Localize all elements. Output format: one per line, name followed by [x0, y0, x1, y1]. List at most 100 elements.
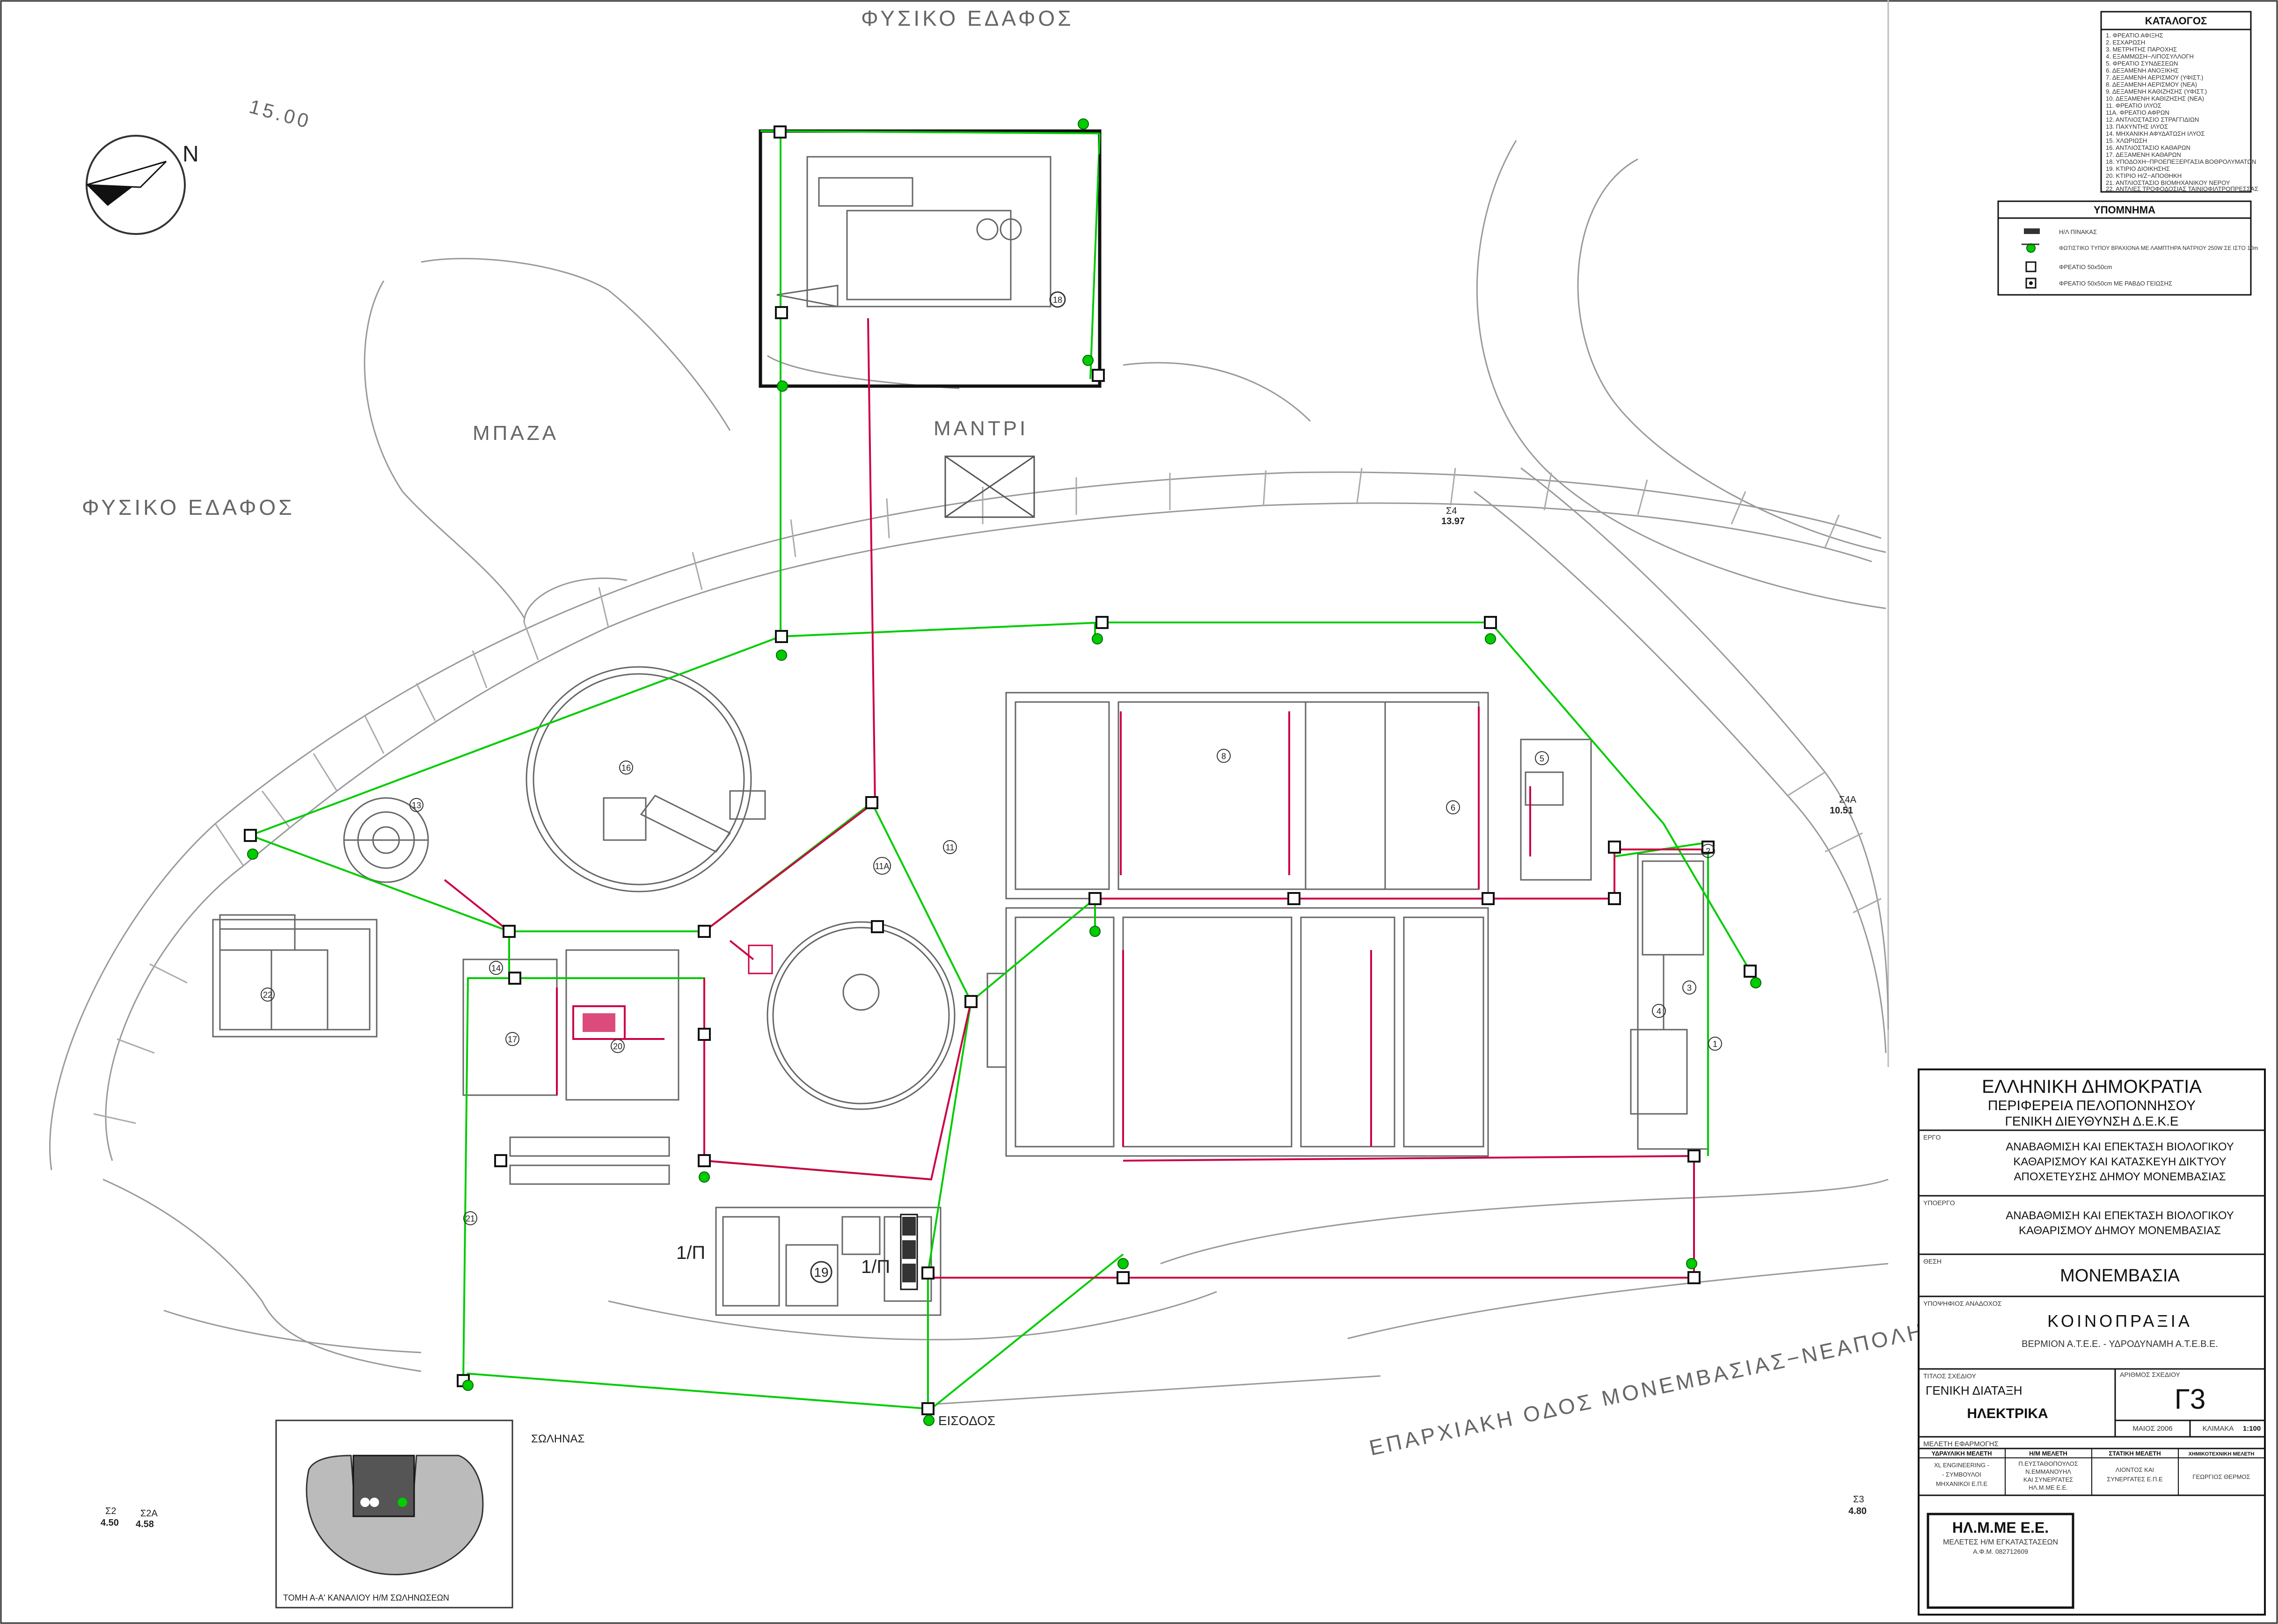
- catalog-item: 8. ΔΕΞΑΜΕΝΗ ΑΕΡΙΣΜΟΥ (ΝΕΑ): [2106, 81, 2197, 88]
- unit-18: 18: [1053, 295, 1062, 305]
- terrain-contours: [49, 140, 1889, 1405]
- unit-22: 22: [263, 990, 272, 1000]
- study-column-head: ΣΤΑΤΙΚΗ ΜΕΛΕΤΗ: [2109, 1450, 2161, 1457]
- title-header-1: ΕΛΛΗΝΙΚΗ ΔΗΜΟΚΡΑΤΙΑ: [1982, 1076, 2202, 1097]
- catalog-item: 3. ΜΕΤΡΗΤΗΣ ΠΑΡΟΧΗΣ: [2106, 46, 2177, 53]
- top-ground-label: ΦΥΣΙΚΟ ΕΔΑΦΟΣ: [861, 6, 1074, 30]
- ypoergo-line: ΑΝΑΒΑΘΜΙΣΗ ΚΑΙ ΕΠΕΚΤΑΣΗ ΒΙΟΛΟΓΙΚΟΥ: [2006, 1209, 2234, 1222]
- junction-boxes: [244, 125, 1757, 1415]
- unit-13: 13: [412, 801, 421, 810]
- legend-item: Η/Λ ΠΙΝΑΚΑΣ: [2059, 228, 2097, 235]
- ergo-label: ΕΡΓΟ: [1923, 1134, 1941, 1141]
- catalog-item: 13. ΠΑΧΥΝΤΗΣ ΙΛΥΟΣ: [2106, 123, 2168, 130]
- unit-8: 8: [1221, 752, 1226, 761]
- study-column-line: XL ENGINEERING -: [1934, 1462, 1989, 1469]
- slope-hatching: [93, 468, 1882, 1124]
- catalog-table: ΚΑΤΑΛΟΓΟΣ 1. ΦΡΕΑΤΙΟ ΑΦΙΞΗΣ 2. ΕΣΧΑΡΩΣΗ …: [2100, 11, 2258, 193]
- title-block: ΕΛΛΗΝΙΚΗ ΔΗΜΟΚΡΑΤΙΑ ΠΕΡΙΦΕΡΕΙΑ ΠΕΛΟΠΟΝΝΗ…: [1918, 1068, 2266, 1616]
- unit-11a: 11Α: [875, 862, 890, 871]
- catalog-item: 22. ΑΝΤΛΙΕΣ ΤΡΟΦΟΔΟΣΙΑΣ ΤΑΙΝΙΟΦΙΛΤΡΟΠΡΕΣ…: [2106, 185, 2258, 192]
- drawing-number: Γ3: [2175, 1383, 2205, 1415]
- fence-marks: [759, 154, 1101, 318]
- study-label: ΜΕΛΕΤΗ ΕΦΑΡΜΟΓΗΣ: [1923, 1440, 1999, 1448]
- process-buildings: [986, 692, 1709, 1157]
- catalog-item: 21. ΑΝΤΛΙΟΣΤΑΣΙΟ ΒΙΟΜΗΧΑΝΙΚΟΥ ΝΕΡΟΥ: [2106, 179, 2230, 186]
- unit-19: 19: [814, 1265, 828, 1280]
- catalog-item: 7. ΔΕΞΑΜΕΝΗ ΑΕΡΙΣΜΟΥ (ΥΦΙΣΤ.): [2106, 74, 2203, 81]
- unit-1: 1: [1713, 1039, 1717, 1049]
- legend-item: ΦΩΤΙΣΤΙΚΟ ΤΥΠΟΥ ΒΡΑΧΙΟΝΑ ΜΕ ΛΑΜΠΤΗΡΑ ΝΑΤ…: [2059, 245, 2258, 251]
- study-column-line: Ν.ΕΜΜΑΝΟΥΗΛ: [2025, 1468, 2071, 1475]
- unit-18: [1050, 292, 1066, 307]
- benchmark-s2-code: Σ2: [105, 1506, 117, 1516]
- settling-tank-16: [526, 666, 766, 892]
- panel-symbol-icon: [2024, 228, 2040, 234]
- manhole-icon: [2025, 261, 2037, 272]
- contractor-name: ΚΟΙΝΟΠΡΑΞΙΑ: [2047, 1311, 2192, 1331]
- road-label: ΕΠΑΡΧΙΑΚΗ ΟΔΟΣ ΜΟΝΕΜΒΑΣΙΑΣ−ΝΕΑΠΟΛΗΣ: [1367, 1315, 1943, 1460]
- unit-5: 5: [1540, 754, 1544, 763]
- catalog-item: 16. ΑΝΤΛΙΟΣΤΑΣΙΟ ΚΑΘΑΡΩΝ: [2106, 144, 2190, 151]
- catalog-item: 1. ΦΡΕΑΤΙΟ ΑΦΙΞΗΣ: [2106, 32, 2163, 39]
- panel-label-left: 1/Π: [676, 1243, 705, 1263]
- trench-section-detail: ΤΟΜΗ Α-Α' ΚΑΝΑΛΙΟΥ Η/Μ ΣΩΛΗΝΩΣΕΩΝ: [275, 1419, 513, 1609]
- study-column-head: ΥΔΡΑΥΛΙΚΗ ΜΕΛΕΤΗ: [1931, 1450, 1992, 1457]
- study-column-line: Π.ΕΥΣΤΑΘΟΠΟΥΛΟΣ: [2018, 1460, 2078, 1467]
- pen-label: ΜΑΝΤΡΙ: [934, 417, 1028, 440]
- stamp-afm: Α.Φ.Μ. 082712609: [1973, 1548, 2028, 1555]
- company-stamp: [1927, 1513, 2074, 1609]
- ergo-line: ΚΑΘΑΡΙΣΜΟΥ ΚΑΙ ΚΑΤΑΣΚΕΥΗ ΔΙΚΤΥΟΥ: [2013, 1156, 2226, 1168]
- thickener-tank-13: [343, 797, 429, 883]
- benchmark-s4-code: Σ4: [1446, 506, 1457, 516]
- catalog-item: 6. ΔΕΞΑΜΕΝΗ ΑΝΟΞΙΚΗΣ: [2106, 67, 2179, 74]
- benchmark-s4-value: 13.97: [1441, 516, 1465, 527]
- benchmarks: Σ4 13.97 Σ4Α 10.51 Σ2 4.50 Σ2Α 4.58 Σ3 4…: [101, 506, 1867, 1529]
- unit-14: 14: [491, 964, 501, 973]
- unit-labels: 1 2 3 4 5 6 8 11 11Α 13 14 16 17 18 19 2…: [263, 295, 1717, 1280]
- catalog-item: 5. ΦΡΕΑΤΙΟ ΣΥΝΔΕΣΕΩΝ: [2106, 60, 2178, 67]
- scale-label: ΚΛΙΜΑΚΑ: [2203, 1425, 2234, 1433]
- legend-title: ΥΠΟΜΝΗΜΑ: [2094, 204, 2155, 216]
- drawing-number-label: ΑΡΙΘΜΟΣ ΣΧΕΔΙΟΥ: [2120, 1371, 2181, 1378]
- unit-4: 4: [1657, 1007, 1661, 1016]
- catalog-item: 12. ΑΝΤΛΙΟΣΤΑΣΙΟ ΣΤΡΑΓΓΙΔΙΩΝ: [2106, 116, 2199, 123]
- ergo-line: ΑΝΑΒΑΘΜΙΣΗ ΚΑΙ ΕΠΕΚΤΑΣΗ ΒΙΟΛΟΓΙΚΟΥ: [2006, 1141, 2234, 1153]
- study-column-line: - ΣΥΜΒΟΥΛΟΙ: [1942, 1471, 1981, 1478]
- bazaar-label: ΜΠΑΖΑ: [473, 422, 559, 445]
- unit-17: 17: [508, 1035, 517, 1044]
- unit-21: 21: [466, 1214, 475, 1223]
- stamp-title: ΗΛ.Μ.ΜΕ Ε.Ε.: [1952, 1519, 2049, 1536]
- generator-set: [572, 944, 773, 1040]
- trench-title: ΤΟΜΗ Α-Α' ΚΑΝΑΛΙΟΥ Η/Μ ΣΩΛΗΝΩΣΕΩΝ: [283, 1593, 449, 1602]
- unit-16: 16: [621, 763, 631, 773]
- pump-station-20: [900, 1214, 918, 1290]
- catalog-item: 20. ΚΤΙΡΙΟ Η/Ζ−ΑΠΟΘΗΚΗ: [2106, 172, 2182, 179]
- legend-table: ΥΠΟΜΝΗΜΑ Η/Λ ΠΙΝΑΚΑΣ ΦΩΤΙΣΤΙΚΟ ΤΥΠΟΥ ΒΡΑ…: [1997, 200, 2258, 296]
- catalog-item: 10. ΔΕΞΑΜΕΝΗ ΚΑΘΙΖΗΣΗΣ (ΝΕΑ): [2106, 95, 2204, 102]
- left-ground-label: ΦΥΣΙΚΟ ΕΔΑΦΟΣ: [82, 495, 295, 519]
- light-pole-icon: [2026, 243, 2036, 253]
- light-poles: [247, 118, 1761, 1426]
- contractor-members: ΒΕΡΜΙΟΝ Α.Τ.Ε.Ε. - ΥΔΡΟΔΥΝΑΜΗ Α.Τ.Ε.Β.Ε.: [2022, 1339, 2218, 1349]
- unit-3: 3: [1687, 983, 1692, 993]
- study-column-line: ΓΕΩΡΓΙΟΣ ΘΕΡΜΟΣ: [2192, 1473, 2250, 1480]
- benchmark-s3-value: 4.80: [1848, 1506, 1867, 1516]
- contractor-label: ΥΠΟΨΗΦΙΟΣ ΑΝΑΔΟΧΟΣ: [1923, 1300, 2002, 1307]
- catalog-item: 14. ΜΗΧΑΝΙΚΗ ΑΦΥΔΑΤΩΣΗ ΙΛΥΟΣ: [2106, 130, 2205, 137]
- catalog-item: 2. ΕΣΧΑΡΩΣΗ: [2106, 39, 2145, 46]
- drawing-title-label: ΤΙΤΛΟΣ ΣΧΕΔΙΟΥ: [1923, 1372, 1976, 1380]
- unit-11: 11: [946, 843, 955, 852]
- building-18: [759, 129, 1102, 388]
- catalog-item: 15. ΧΛΩΡΙΩΣΗ: [2106, 137, 2147, 144]
- drawing-title-2: ΗΛΕΚΤΡΙΚΑ: [1967, 1406, 2048, 1421]
- benchmark-s4a-value: 10.51: [1830, 805, 1853, 816]
- settling-tank-10: [767, 921, 956, 1110]
- ypoergo-label: ΥΠΟΕΡΓΟ: [1923, 1199, 1955, 1207]
- ergo-line: ΑΠΟΧΕΤΕΥΣΗΣ ΔΗΜΟΥ ΜΟΝΕΜΒΑΣΙΑΣ: [2014, 1170, 2226, 1183]
- catalog-item: 11Α. ΦΡΕΑΤΙΟ ΑΦΡΩΝ: [2106, 109, 2169, 116]
- catalog-item: 18. ΥΠΟΔΟΧΗ−ΠΡΟΕΠΕΞΕΡΓΑΣΙΑ ΒΟΘΡΟΛΥΜΑΤΩΝ: [2106, 158, 2256, 165]
- benchmark-s2-value: 4.50: [101, 1518, 119, 1528]
- catalog-item: 19. ΚΤΙΡΙΟ ΔΙΟΙΚΗΣΗΣ: [2106, 165, 2170, 172]
